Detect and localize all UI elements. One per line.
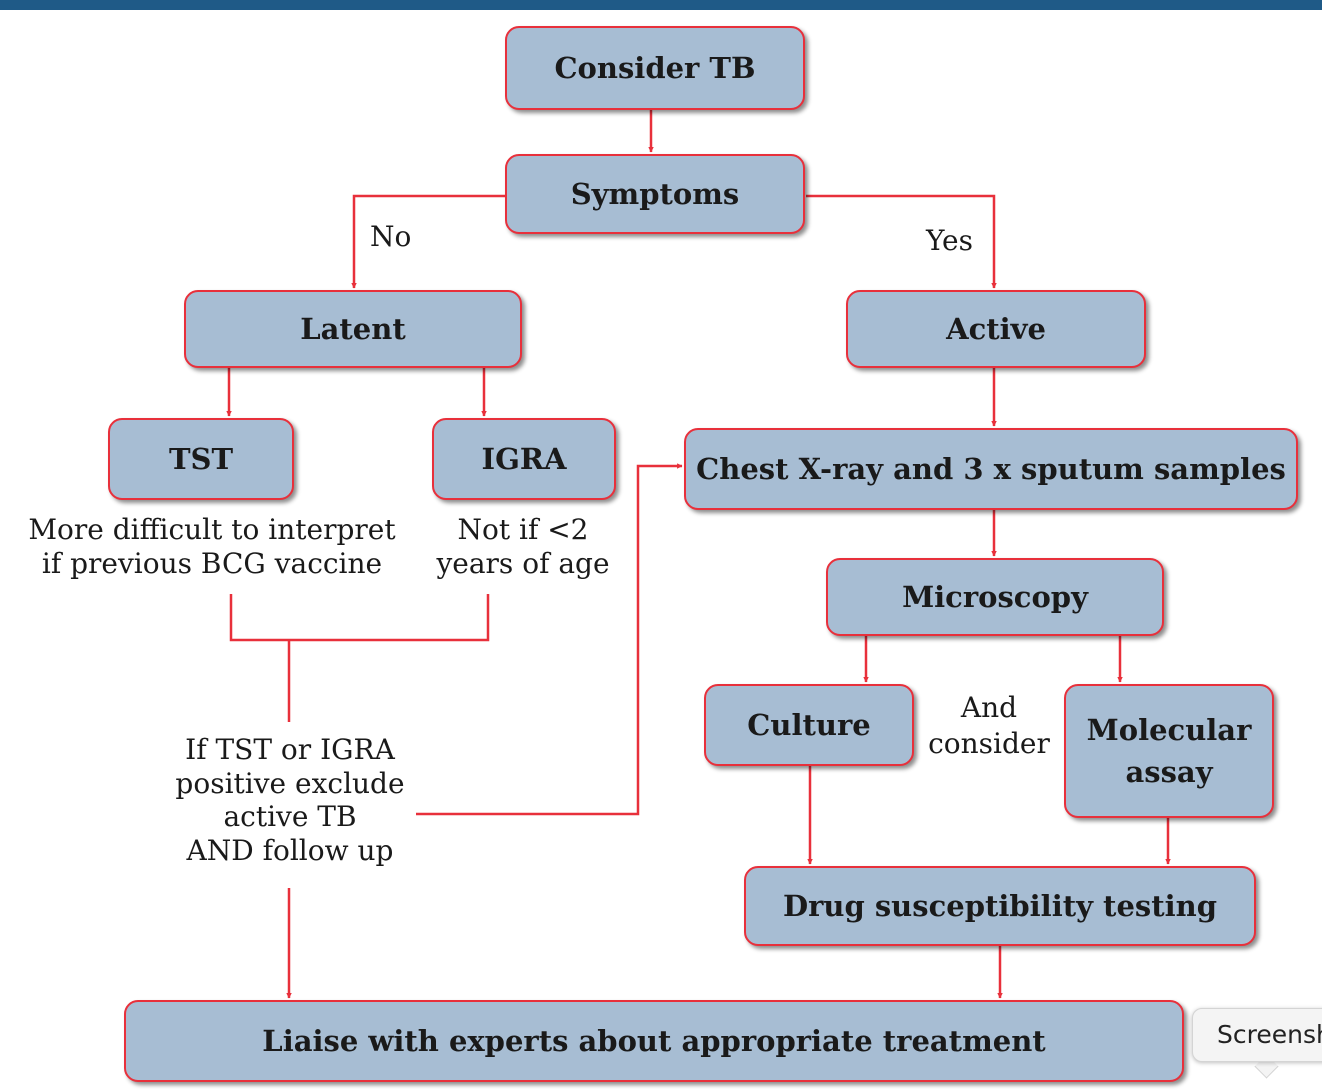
if-positive-line-4: AND follow up [186,833,394,867]
no-label: No [370,220,412,253]
consider-tb-box: Consider TB [505,26,805,110]
igra-box: IGRA [432,418,616,500]
screenshot-tooltip[interactable]: Screenshot [1192,1008,1322,1062]
molecular-assay-box: Molecular assay [1064,684,1274,818]
and-consider-line-2: consider [928,726,1050,760]
if-positive-note: If TST or IGRA positive exclude active T… [150,733,430,867]
and-consider-note: And consider [918,690,1060,762]
symptoms-box: Symptoms [505,154,805,234]
arrow-symptoms-to-active [806,194,997,289]
culture-box: Culture [704,684,914,766]
if-positive-line-3: active TB [223,800,357,834]
active-box: Active [846,290,1146,368]
igra-note-line-2: years of age [436,547,610,581]
igra-note: Not if <2 years of age [422,513,624,581]
drug-susceptibility-box: Drug susceptibility testing [744,866,1256,946]
microscopy-box: Microscopy [826,558,1164,636]
chest-xray-box: Chest X-ray and 3 x sputum samples [684,428,1298,510]
arrow-note-to-chest [416,463,683,816]
arrow-symptoms-to-latent [351,194,508,289]
and-consider-line-1: And [960,691,1018,724]
latent-box: Latent [184,290,522,368]
tst-box: TST [108,418,294,500]
if-positive-line-1: If TST or IGRA [185,733,395,766]
bracket-tst-igra [229,594,490,642]
igra-note-line-1: Not if <2 [457,513,589,546]
if-positive-line-2: positive exclude [175,766,405,800]
yes-label: Yes [926,224,973,257]
tst-note-line-1: More difficult to interpret [28,513,396,546]
top-bar [0,0,1322,10]
tst-note-line-2: if previous BCG vaccine [41,547,383,581]
liaise-experts-box: Liaise with experts about appropriate tr… [124,1000,1184,1082]
tst-note: More difficult to interpret if previous … [20,513,404,581]
